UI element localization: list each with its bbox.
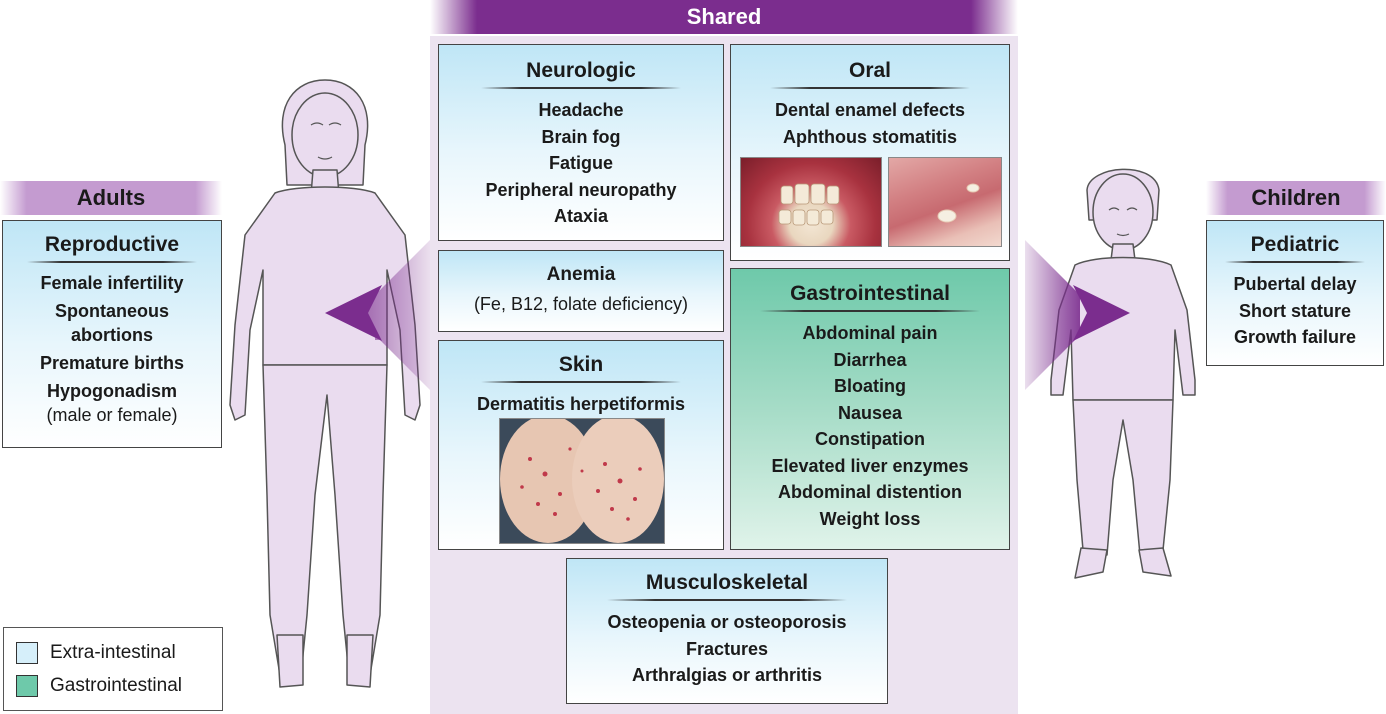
neurologic-title: Neurologic: [526, 59, 636, 82]
list-item: abortions: [70, 325, 153, 345]
list-item: Dermatitis herpetiformis: [476, 394, 686, 414]
reproductive-box: Reproductive Female infertility Spontane…: [2, 220, 222, 448]
list-item: Female infertility: [40, 273, 184, 293]
list-item: Abdominal pain: [802, 323, 938, 343]
musculoskeletal-box: Musculoskeletal Osteopenia or osteoporos…: [566, 558, 888, 704]
list-item: Peripheral neuropathy: [485, 179, 677, 200]
list-item: Elevated liver enzymes: [771, 455, 969, 476]
legend-gi-label: Gastrointestinal: [50, 675, 183, 696]
legend-extra-intestinal: Extra-intestinal: [16, 642, 176, 664]
list-item: Spontaneous: [54, 301, 169, 321]
legend-extra-label: Extra-intestinal: [50, 642, 176, 663]
list-item: Pubertal delay: [1233, 274, 1357, 294]
list-item: Aphthous stomatitis: [783, 126, 957, 147]
list-item: Growth failure: [1233, 327, 1356, 347]
legend-gastrointestinal: Gastrointestinal: [16, 675, 182, 697]
list-item: Hypogonadism: [46, 381, 177, 401]
musculoskeletal-title: Musculoskeletal: [645, 571, 809, 594]
list-item: Short stature: [1238, 300, 1352, 321]
list-item: Abdominal distention: [778, 482, 962, 502]
extra-intestinal-swatch: [16, 642, 38, 664]
anemia-detail: (Fe, B12, folate deficiency): [473, 294, 689, 314]
list-item: Constipation: [815, 429, 925, 449]
dermatitis-photo: [499, 418, 665, 544]
list-item: Brain fog: [541, 126, 621, 147]
list-item: Premature births: [39, 353, 185, 373]
shared-banner: Shared: [430, 0, 1018, 34]
neurologic-box: Neurologic Headache Brain fog Fatigue Pe…: [438, 44, 724, 241]
gastrointestinal-title: Gastrointestinal: [790, 282, 950, 305]
skin-title: Skin: [558, 353, 604, 376]
reproductive-title: Reproductive: [44, 233, 180, 256]
reproductive-note: (male or female): [46, 405, 178, 425]
gastrointestinal-swatch: [16, 675, 38, 697]
adult-figure: [229, 79, 421, 688]
list-item: Diarrhea: [833, 349, 907, 370]
list-item: Weight loss: [819, 508, 921, 529]
aphthous-photo: [888, 157, 1002, 247]
arrow-to-adult: [325, 240, 430, 390]
list-item: Bloating: [834, 376, 906, 396]
gastrointestinal-box: Gastrointestinal Abdominal pain Diarrhea…: [730, 268, 1010, 550]
list-item: Fatigue: [548, 153, 613, 173]
pediatric-box: Pediatric Pubertal delay Short stature G…: [1206, 220, 1384, 366]
pediatric-title: Pediatric: [1250, 233, 1340, 256]
legend: Extra-intestinal Gastrointestinal: [3, 627, 223, 711]
list-item: Fractures: [685, 638, 769, 659]
arrow-to-child: [1025, 240, 1130, 390]
anemia-title: Anemia: [546, 264, 616, 285]
anemia-box: Anemia (Fe, B12, folate deficiency): [438, 250, 724, 332]
list-item: Ataxia: [553, 206, 609, 226]
list-item: Headache: [538, 100, 624, 120]
list-item: Nausea: [837, 402, 903, 423]
dental-photo: [740, 157, 882, 247]
oral-title: Oral: [848, 59, 892, 82]
adults-banner: Adults: [0, 181, 222, 215]
list-item: Osteopenia or osteoporosis: [607, 612, 847, 632]
children-banner: Children: [1206, 181, 1386, 215]
list-item: Arthralgias or arthritis: [631, 665, 823, 685]
list-item: Dental enamel defects: [774, 100, 966, 120]
